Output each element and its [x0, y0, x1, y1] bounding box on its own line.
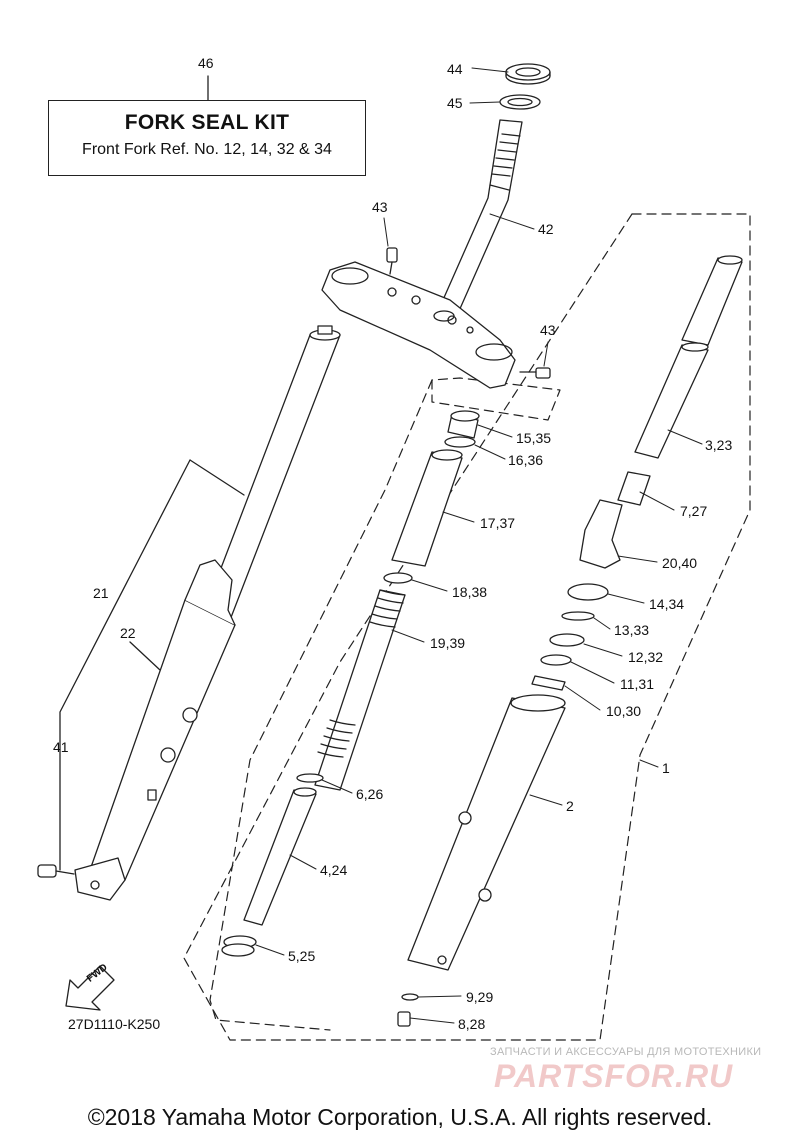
left-fork-assembly: [74, 325, 341, 901]
right-inner-tube: [634, 255, 743, 459]
outer-tube-right: [407, 694, 566, 971]
kit-subtitle: Front Fork Ref. No. 12, 14, 32 & 34: [82, 141, 332, 158]
part-label-45: 45: [447, 95, 463, 111]
part-label-44: 44: [447, 61, 463, 77]
part-label-17-37: 17,37: [480, 515, 516, 531]
part-label-16-36: 16,36: [508, 452, 544, 468]
lower-bracket: [321, 261, 516, 389]
part-label-4-24: 4,24: [320, 862, 348, 878]
part-label-15-35: 15,35: [516, 430, 552, 446]
leader-22: [129, 641, 161, 671]
part-label-12-32: 12,32: [628, 649, 664, 665]
part-label-46: 46: [198, 55, 214, 71]
ring-nut: [505, 63, 551, 85]
part-label-19-39: 19,39: [430, 635, 466, 651]
leader-lines: [255, 67, 703, 1024]
watermark-tagline: ЗАПЧАСТИ И АКСЕССУАРЫ ДЛЯ МОТОТЕХНИКИ: [490, 1046, 762, 1058]
watermark-brand: PARTSFOR.RU: [494, 1058, 734, 1094]
part-label-43-side: 43: [540, 322, 556, 338]
leader-21-a: [189, 459, 245, 496]
part-label-20-40: 20,40: [662, 555, 698, 571]
spacer: [391, 449, 463, 567]
damper-rod: [243, 787, 317, 926]
washer: [499, 94, 541, 110]
kit-title: FORK SEAL KIT: [124, 111, 290, 134]
guide-bushing: [531, 675, 566, 691]
dashed-outline-inner: [431, 377, 561, 421]
part-label-22: 22: [120, 625, 136, 641]
fork-seal-kit-box: FORK SEAL KIT Front Fork Ref. No. 12, 14…: [48, 100, 366, 176]
clip: [561, 611, 595, 621]
slide-bushing: [617, 471, 651, 506]
left-fork-bolt: [37, 864, 75, 878]
bracket-bolt-top: [386, 247, 398, 275]
fwd-arrow-icon: [65, 965, 115, 1011]
part-label-41: 41: [53, 739, 69, 755]
exploded-fork-diagram: [37, 63, 751, 1041]
cap-bolt: [447, 410, 480, 439]
spring-seat: [383, 572, 413, 584]
dust-seal: [567, 583, 609, 601]
part-label-18-38: 18,38: [452, 584, 488, 600]
leader-21-b: [59, 459, 191, 871]
part-label-10-30: 10,30: [606, 703, 642, 719]
part-label-43-top: 43: [372, 199, 388, 215]
o-ring: [444, 436, 476, 448]
drain-bolt: [397, 1011, 411, 1027]
part-label-11-31: 11,31: [620, 676, 654, 692]
dust-seal-cover: [579, 499, 623, 569]
bracket-bolt-side: [519, 367, 551, 379]
part-label-9-29: 9,29: [466, 989, 494, 1005]
dashed-outline-inner-left: [209, 379, 433, 1031]
gasket: [401, 993, 419, 1001]
washer-right: [540, 654, 572, 666]
part-label-1: 1: [662, 760, 670, 776]
part-label-21: 21: [93, 585, 109, 601]
part-label-14-34: 14,34: [649, 596, 685, 612]
part-label-6-26: 6,26: [356, 786, 384, 802]
part-label-13-33: 13,33: [614, 622, 650, 638]
part-label-42: 42: [538, 221, 554, 237]
fork-spring: [314, 589, 406, 791]
copyright-notice: ©2018 Yamaha Motor Corporation, U.S.A. A…: [87, 1104, 713, 1130]
diagram-code: 27D1110-K250: [68, 1016, 161, 1032]
part-label-8-28: 8,28: [458, 1016, 486, 1032]
oil-seal: [549, 633, 585, 647]
dashed-outline-outer: [183, 213, 751, 1041]
part-label-3-23: 3,23: [705, 437, 733, 453]
rebound-spring: [221, 935, 257, 957]
part-label-7-27: 7,27: [680, 503, 708, 519]
piston-ring: [296, 773, 324, 783]
part-label-2: 2: [566, 798, 574, 814]
part-label-5-25: 5,25: [288, 948, 316, 964]
